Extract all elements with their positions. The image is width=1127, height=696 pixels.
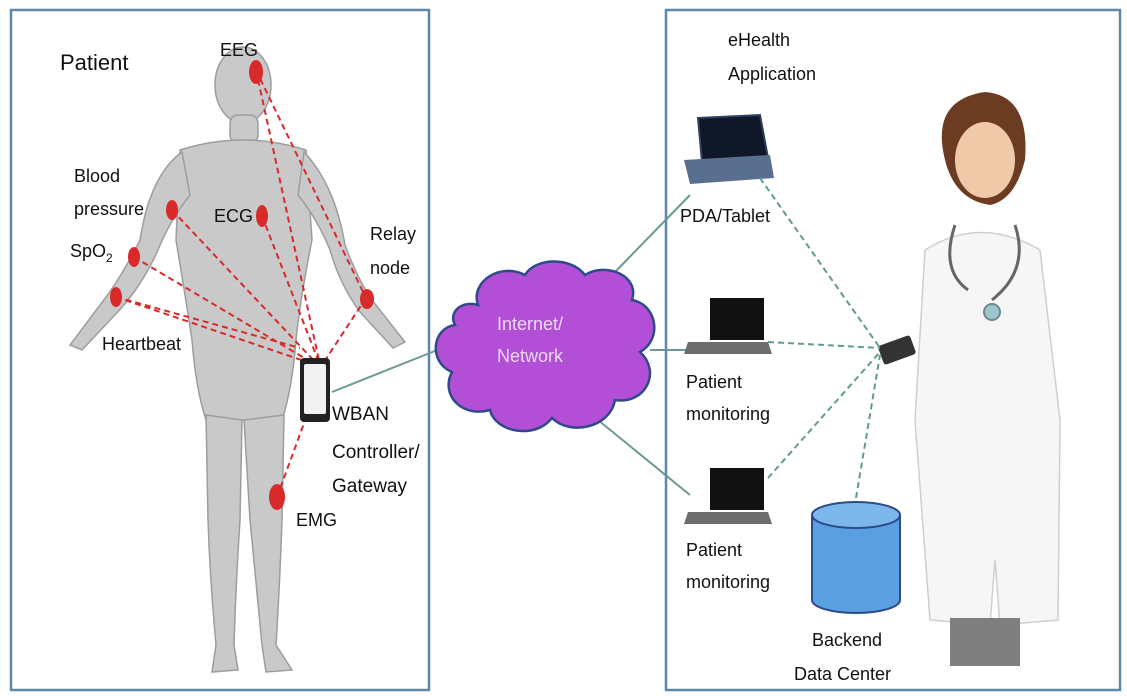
link-eeg: [255, 69, 321, 366]
relay-node-label-2: node: [370, 258, 410, 278]
figure-left-arm: [68, 150, 191, 351]
backend-label-2: Data Center: [794, 664, 891, 684]
backend-label-1: Backend: [812, 630, 882, 650]
figure-neck: [229, 114, 259, 144]
link-gateway-cloud: [331, 344, 451, 393]
link-monitor2-doctor: [767, 351, 881, 479]
monitor2-label-2: monitoring: [686, 572, 770, 592]
link-relay: [321, 297, 367, 366]
link-cloud-pda: [614, 194, 691, 273]
link-pda-doctor: [759, 177, 881, 349]
sensor-spo2: [128, 247, 140, 267]
spo2-label: SpO2: [70, 241, 113, 265]
sensor-eeg: [249, 60, 263, 84]
figure-right-arm: [297, 150, 407, 349]
stethoscope-bell: [983, 303, 1001, 321]
link-cloud-monitor2: [597, 419, 691, 496]
monitor-laptop-1: [684, 298, 772, 354]
doctor-coat: [914, 231, 1061, 626]
laptop1-screen: [710, 298, 764, 340]
link-bp: [171, 209, 319, 366]
spo2-label-sub: 2: [106, 251, 113, 265]
ehealth-links: [759, 177, 881, 499]
figure-right-leg: [243, 414, 294, 673]
pda-screen: [696, 113, 770, 164]
laptop2-screen: [710, 468, 764, 510]
laptop2-base: [684, 512, 772, 524]
internet-cloud: Internet/ Network: [434, 260, 656, 433]
eeg-label: EEG: [220, 40, 258, 60]
phone-screen: [304, 364, 326, 414]
doctor-stethoscope: [948, 224, 1021, 302]
db-top: [811, 501, 901, 529]
cloud-shape: [434, 260, 656, 433]
network-links: [331, 194, 691, 496]
cloud-label-1: Internet/: [497, 314, 563, 334]
blood-pressure-label-2: pressure: [74, 199, 144, 219]
doctor-trousers: [950, 618, 1020, 666]
link-hb2: [115, 296, 301, 349]
pda-base: [684, 155, 774, 184]
emg-label: EMG: [296, 510, 337, 530]
doctor-face: [955, 122, 1015, 198]
cloud-label-2: Network: [497, 346, 564, 366]
laptop1-base: [684, 342, 772, 354]
db-body: [811, 514, 901, 614]
link-db-doctor: [855, 354, 881, 499]
gateway-label-1: WBAN: [332, 404, 389, 425]
patient-panel: Patient EEG Blood pressure SpO2 ECG Rela…: [9, 8, 431, 692]
ehealth-panel-border: [664, 8, 1122, 692]
doctor-figure: [878, 92, 1061, 666]
doctor-tablet: [878, 335, 916, 365]
spo2-label-main: SpO: [70, 241, 106, 261]
monitor-laptop-2: [684, 468, 772, 524]
sensor-emg: [269, 484, 285, 510]
pda-tablet-device: [684, 113, 774, 184]
link-spo2: [133, 256, 317, 366]
relay-node-label-1: Relay: [370, 224, 416, 244]
monitor1-label-2: monitoring: [686, 404, 770, 424]
monitor1-label-1: Patient: [686, 372, 742, 392]
backend-database: [811, 501, 901, 614]
link-hb: [115, 296, 317, 366]
sensor-nodes: [110, 60, 374, 510]
ecg-label: ECG: [214, 206, 253, 226]
gateway-label-2: Controller/: [332, 442, 420, 463]
sensor-ecg: [256, 205, 268, 227]
ehealth-title-1: eHealth: [728, 30, 790, 50]
sensor-links: [115, 69, 367, 498]
link-ecg: [261, 215, 321, 366]
sensor-heartbeat: [110, 287, 122, 307]
ehealth-panel: eHealth Application PDA/Tablet Patient m…: [664, 8, 1122, 692]
pda-label: PDA/Tablet: [680, 206, 770, 226]
sensor-relay-node: [360, 289, 374, 309]
ehealth-title-2: Application: [728, 64, 816, 84]
heartbeat-label: Heartbeat: [102, 334, 181, 354]
gateway-label-3: Gateway: [332, 476, 407, 497]
figure-torso: [175, 139, 313, 421]
wban-gateway-device: [300, 358, 330, 422]
figure-left-leg: [205, 414, 243, 673]
monitor2-label-1: Patient: [686, 540, 742, 560]
link-monitor1-doctor: [767, 341, 881, 349]
link-eeg-relay: [255, 69, 367, 299]
sensor-blood-pressure: [166, 200, 178, 220]
blood-pressure-label-1: Blood: [74, 166, 120, 186]
patient-title: Patient: [60, 50, 129, 75]
